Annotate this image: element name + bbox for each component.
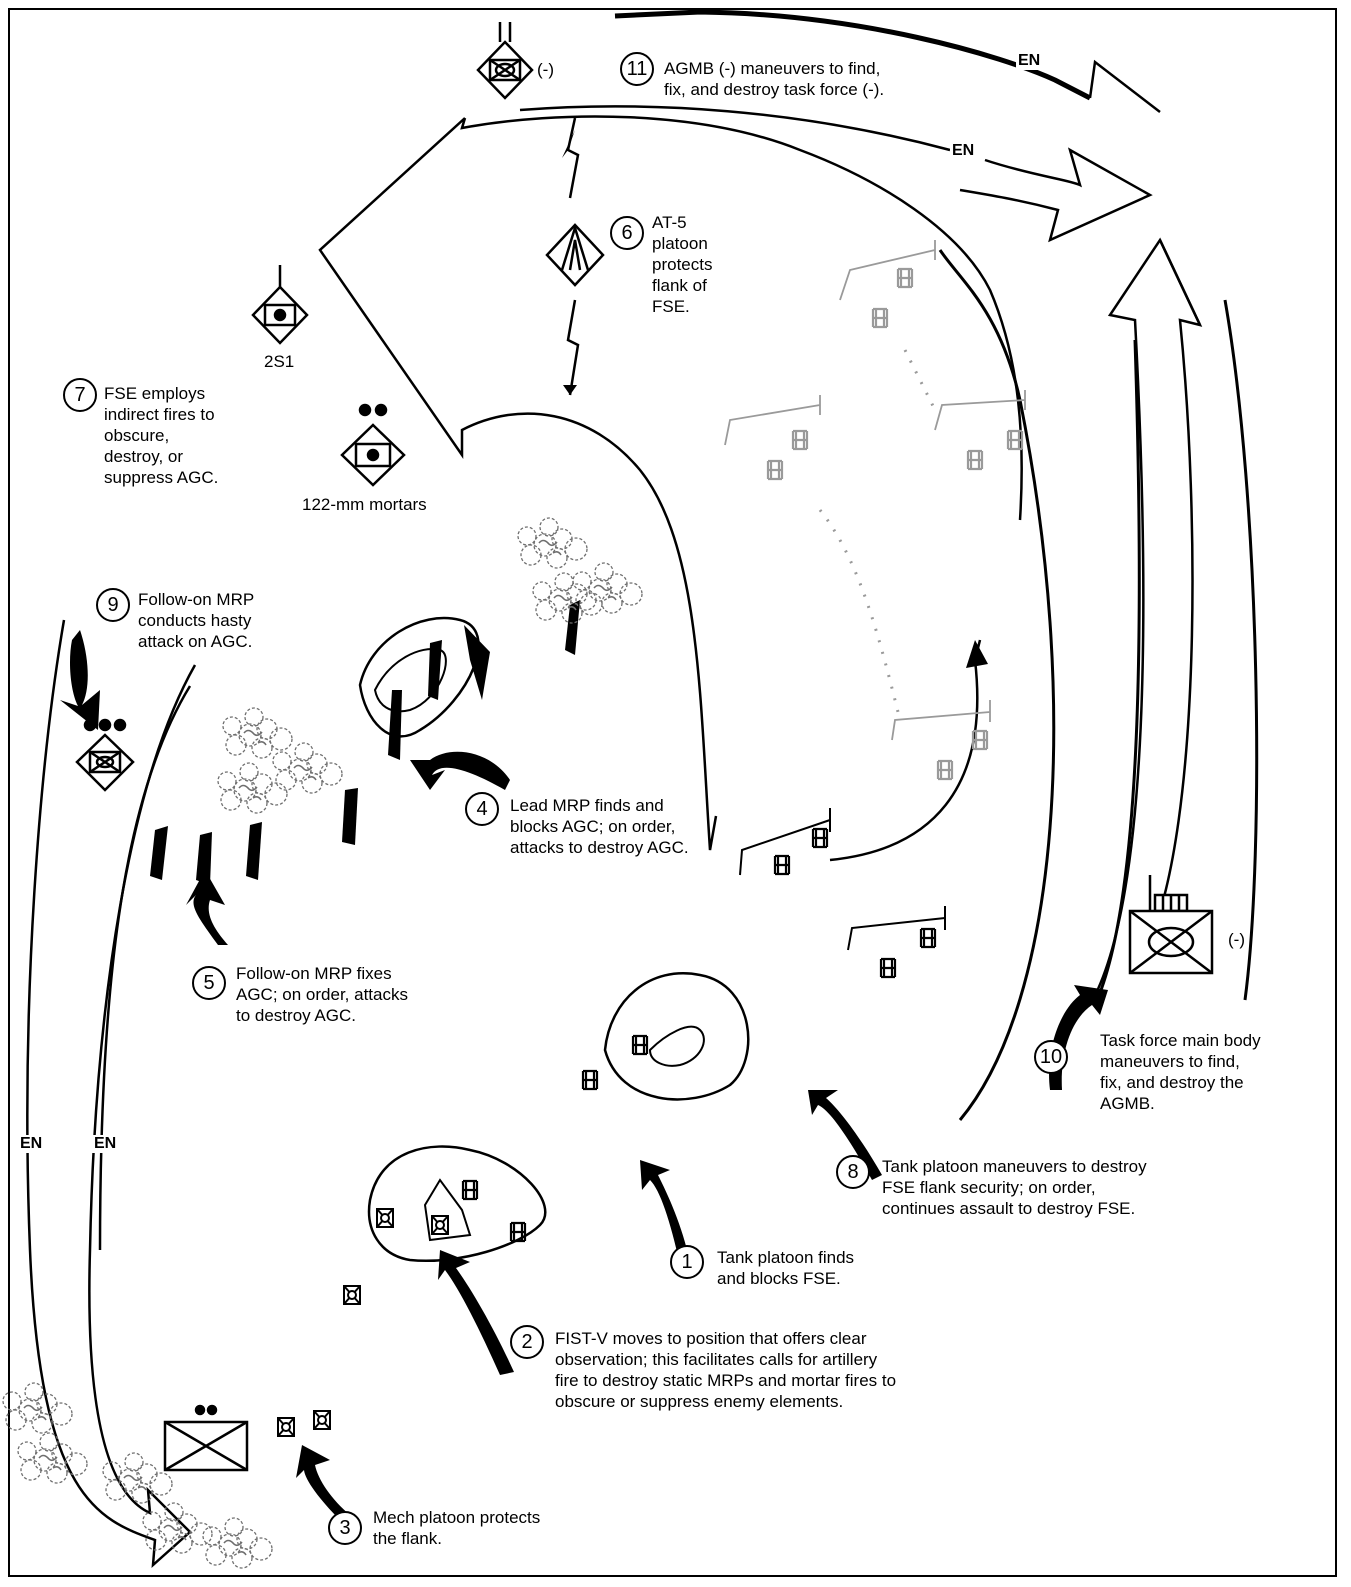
- tank-positions: [461, 808, 946, 1243]
- mortar-unit-symbol-icon: [340, 403, 406, 487]
- task-force-armor-symbol-icon: [1128, 893, 1214, 975]
- artillery-2s1-label: 2S1: [264, 352, 295, 371]
- step-number: 8: [836, 1155, 870, 1189]
- step-number: 5: [192, 966, 226, 1000]
- step-9-text: Follow-on MRP conducts hasty attack on A…: [138, 590, 255, 651]
- mrp-vehicles: [150, 600, 580, 885]
- enemy-maneuver-arrow-left: [26, 619, 197, 1569]
- step-2-text: FIST-V moves to position that offers cle…: [555, 1329, 897, 1411]
- step-number: 3: [328, 1511, 362, 1545]
- at5-platoon-symbol-icon: [545, 223, 605, 287]
- step-11-text: AGMB (-) maneuvers to find, fix, and des…: [664, 59, 885, 99]
- mech-company-symbol-icon: [163, 1404, 249, 1472]
- step-5-text: Follow-on MRP fixes AGC; on order, attac…: [236, 964, 408, 1025]
- enemy-label: EN: [1016, 52, 1043, 70]
- mech-vehicles: [277, 1208, 449, 1437]
- enemy-label: EN: [92, 1135, 119, 1153]
- reduced-strength-label: (-): [537, 60, 554, 79]
- mortars-label: 122-mm mortars: [302, 495, 427, 514]
- ghost-tank-positions: [724, 240, 1026, 781]
- step-3-text: Mech platoon protects the flank.: [373, 1508, 541, 1548]
- step-number: 10: [1034, 1040, 1068, 1074]
- step-number: 11: [620, 52, 654, 86]
- step-10-text: Task force main body maneuvers to find, …: [1100, 1031, 1261, 1113]
- figure-border: [8, 8, 1337, 1577]
- step-number: 7: [63, 378, 97, 412]
- reduced-strength-label: (-): [1228, 930, 1245, 949]
- step-pointer-arrows: [60, 630, 1108, 1520]
- task-force-maneuver-arrow: [1088, 237, 1203, 1006]
- at5-axis: [566, 117, 580, 396]
- step-number: 4: [465, 792, 499, 826]
- step-number: 2: [510, 1325, 544, 1359]
- step-number: 6: [610, 216, 644, 250]
- step-number: 9: [96, 588, 130, 622]
- agmb-unit-symbol-icon: [476, 22, 534, 100]
- step-4-text: Lead MRP finds and blocks AGC; on order,…: [510, 796, 689, 857]
- follow-on-mrp-symbol-icon: [75, 718, 135, 792]
- step-7-text: FSE employs indirect fires to obscure, d…: [104, 384, 219, 487]
- step-6-text: AT-5 platoon protects flank of FSE.: [652, 213, 713, 316]
- step-1-text: Tank platoon finds and blocks FSE.: [717, 1248, 855, 1288]
- step-number: 1: [670, 1245, 704, 1279]
- step-8-text: Tank platoon maneuvers to destroy FSE fl…: [882, 1157, 1147, 1218]
- enemy-label: EN: [18, 1135, 45, 1153]
- 2s1-artillery-symbol-icon: [251, 265, 309, 345]
- enemy-label: EN: [950, 142, 977, 160]
